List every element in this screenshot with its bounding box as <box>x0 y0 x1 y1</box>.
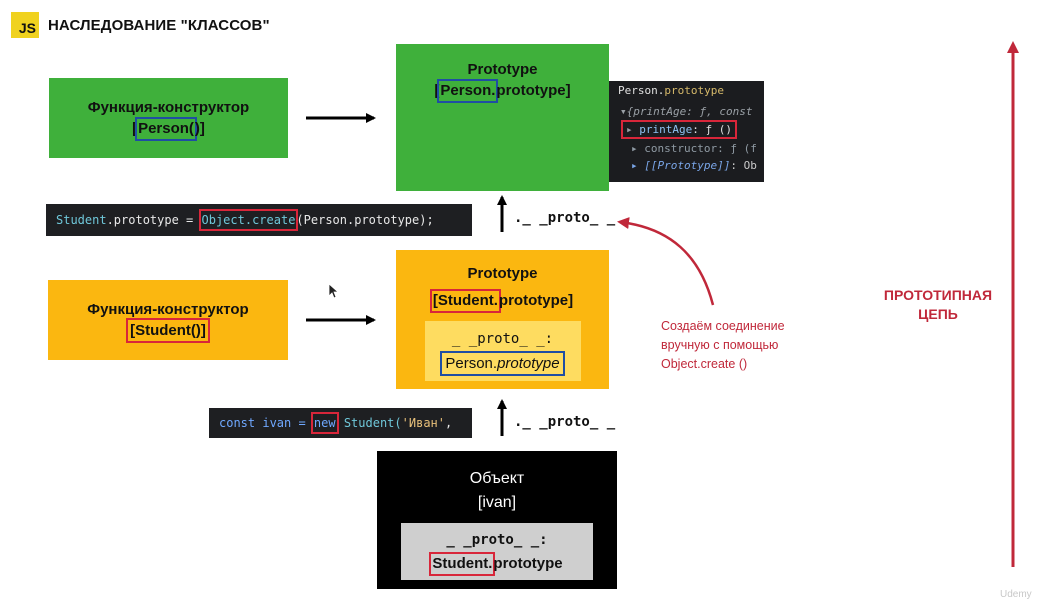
proto-label-bottom: ._ _proto_ _ <box>514 414 616 430</box>
prototype-italic-text: prototype <box>497 354 560 372</box>
student-constructor-name: [Student()] <box>126 318 210 343</box>
code-token-prototype: .prototype = <box>106 213 201 227</box>
person-text: Person. <box>445 354 498 372</box>
inner-proto-label: _ _proto_ _: <box>451 330 554 347</box>
devtools-row-constructor[interactable]: ▸ constructor: ƒ (f <box>631 142 757 155</box>
object-inner-proto-value: Student.prototype <box>429 551 563 576</box>
object-ivan-box: Объект [ivan] _ _proto_ _: Student.proto… <box>377 451 617 589</box>
student-prototype-highlight: [Student. <box>429 289 501 313</box>
code-object-create-highlight: Object.create <box>198 209 299 231</box>
person-prototype-name: [Person.prototype] <box>434 79 571 103</box>
bracket-open: [ <box>132 120 138 137</box>
note-line-2: вручную с помощью <box>661 338 779 352</box>
code-token-const: const ivan = <box>219 416 313 430</box>
student-prototype-name: [Student.prototype] <box>429 289 574 313</box>
code-student-prototype: Student.prototype = Object.create(Person… <box>46 204 472 236</box>
person-constructor-name: [Person()] <box>132 117 205 141</box>
bracket-close: )] <box>194 120 205 137</box>
code-token-comma: , <box>445 416 453 430</box>
code-token-string: 'Иван' <box>401 416 445 430</box>
prototype-chain-label: ПРОТОТИПНАЯ ЦЕПЬ <box>868 286 1008 324</box>
inner-proto-value: Person.prototype <box>440 350 565 376</box>
student-constructor-label: Функция-конструктор <box>87 301 249 318</box>
student-prototype-box: Prototype [Student.prototype] _ _proto_ … <box>396 250 609 389</box>
devtools-row-prototype[interactable]: ▸ [[Prototype]]: Ob <box>631 159 757 172</box>
student-prototype-label: Prototype <box>467 265 538 282</box>
person-prototype-box: Prototype [Person.prototype] <box>396 44 609 191</box>
bracket-open: [ <box>434 82 440 99</box>
person-name-highlight: Person( <box>135 117 197 141</box>
code-token-student: Student <box>56 213 107 227</box>
object-name: [ivan] <box>477 494 517 511</box>
mouse-cursor-icon <box>328 283 340 299</box>
proto-label-top: ._ _proto_ _ <box>514 210 616 226</box>
student-name: Student( <box>135 322 196 339</box>
note-line-1: Создаём соединение <box>661 319 785 333</box>
devtools-panel: Person.prototype ▾{printAge: ƒ, const ▸ … <box>609 81 764 182</box>
code-token-student: Student( <box>336 416 402 430</box>
page-title: НАСЛЕДОВАНИЕ "КЛАССОВ" <box>48 17 270 34</box>
udemy-watermark: Udemy <box>1000 589 1032 600</box>
note-line-3: Object.create () <box>661 357 748 371</box>
devtools-row-printage[interactable]: ▸ printAge: ƒ () <box>621 120 737 139</box>
js-logo: JS <box>11 12 39 38</box>
code-token-args: (Person.prototype); <box>296 213 434 227</box>
bracket-open: [ <box>130 322 136 339</box>
chain-line-1: ПРОТОТИПНАЯ <box>883 287 993 303</box>
student-proto-inner: _ _proto_ _: Person.prototype <box>424 321 581 381</box>
code-new-highlight: new <box>310 412 339 434</box>
person-constructor-box: Функция-конструктор [Person()] <box>49 78 288 158</box>
bracket-close: )] <box>195 322 206 339</box>
student-constructor-box: Функция-конструктор [Student()] <box>48 280 288 360</box>
prototype-text: prototype] <box>496 82 571 99</box>
prototype-text: prototype] <box>498 292 574 309</box>
prototype-text: prototype <box>493 554 563 572</box>
devtools-row-title: Person.prototype <box>618 84 724 97</box>
object-inner-proto-label: _ _proto_ _: <box>446 531 548 548</box>
arrow-manual-link-curve <box>617 217 715 306</box>
person-prototype-label: Prototype <box>467 61 538 78</box>
code-ivan: const ivan = new Student('Иван', <box>209 408 472 438</box>
devtools-row-object: ▾{printAge: ƒ, const <box>620 105 753 118</box>
student-highlight: Student. <box>429 551 496 576</box>
manual-link-note: Создаём соединение вручную с помощью Obj… <box>661 317 785 374</box>
chain-line-2: ЦЕПЬ <box>918 306 958 322</box>
person-prototype-highlight: Person. <box>437 79 499 103</box>
object-label: Объект <box>469 470 525 487</box>
person-constructor-label: Функция-конструктор <box>87 99 250 116</box>
object-proto-inner: _ _proto_ _: Student.prototype <box>401 523 593 580</box>
